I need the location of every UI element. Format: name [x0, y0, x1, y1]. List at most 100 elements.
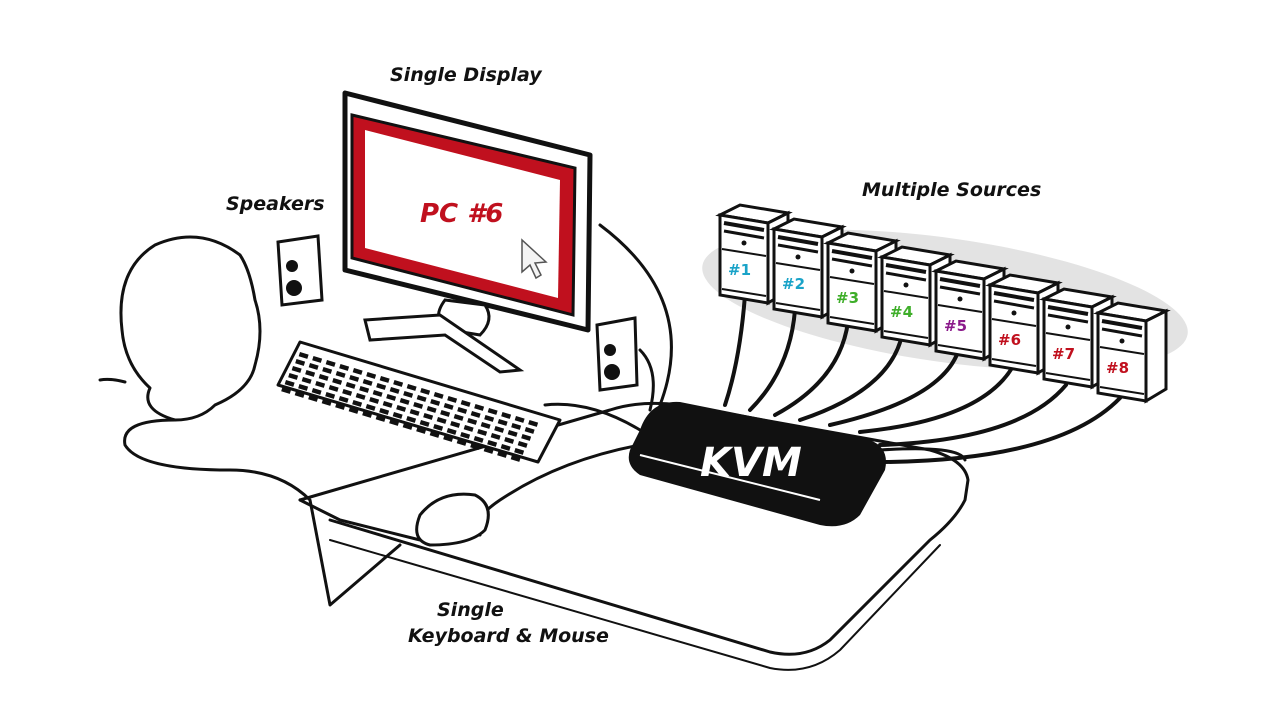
keyboard-key — [365, 404, 376, 411]
keyboard-key — [366, 372, 377, 379]
speaker-left — [276, 234, 324, 307]
keyboard-key — [457, 407, 468, 414]
keyboard-key — [376, 382, 387, 390]
keyboard-key — [470, 410, 481, 418]
label-single-display: Single Display — [390, 64, 543, 86]
keyboard-key — [500, 443, 511, 451]
source-pc-8: #8 — [1093, 301, 1171, 404]
keyboard-key — [335, 370, 346, 378]
keyboard-key — [332, 377, 343, 385]
keyboard-key — [487, 439, 498, 447]
keyboard-key — [362, 379, 373, 386]
keyboard — [276, 340, 562, 464]
keyboard-key — [312, 356, 323, 363]
keyboard-key — [420, 388, 431, 395]
source-pc-label: #7 — [1052, 345, 1075, 363]
keyboard-key — [335, 403, 346, 410]
keyboard-key — [369, 396, 380, 404]
source-pc-label: #6 — [998, 331, 1021, 349]
keyboard-key — [345, 382, 356, 389]
screen-text: PC #6 — [420, 199, 503, 229]
keyboard-key — [477, 429, 488, 436]
keyboard-key — [379, 408, 390, 415]
kvm-switch: KVM — [628, 401, 886, 527]
keyboard-key — [339, 364, 350, 371]
keyboard-key — [318, 374, 329, 381]
keyboard-key — [375, 415, 386, 422]
keyboard-key — [348, 407, 359, 414]
keyboard-key — [433, 391, 444, 399]
keyboard-key — [453, 414, 464, 421]
keyboard-key — [490, 432, 501, 440]
desk — [298, 401, 970, 656]
keyboard-key — [460, 400, 471, 407]
speaker-right — [595, 316, 639, 392]
cursor-icon — [521, 238, 548, 280]
keyboard-key — [301, 377, 312, 384]
person — [98, 235, 490, 607]
keyboard-key — [447, 395, 458, 403]
keyboard-key — [393, 380, 404, 387]
keyboard-key — [413, 402, 424, 409]
keyboard-key — [423, 413, 434, 420]
keyboard-key — [507, 430, 518, 437]
source-pcs: #1#2#3#4#5#6#7#8 — [715, 203, 1171, 404]
keyboard-key — [473, 436, 484, 443]
keyboard-key — [349, 375, 360, 382]
keyboard-key — [359, 386, 370, 393]
keyboard-key — [446, 427, 457, 435]
keyboard-key — [474, 404, 485, 411]
keyboard-key — [362, 411, 373, 418]
keyboard-key — [288, 373, 299, 380]
keyboard-key — [436, 416, 447, 424]
keyboard-key — [416, 427, 427, 434]
keyboard-key — [389, 387, 400, 394]
keyboard-key — [517, 441, 528, 448]
keyboard-key — [305, 370, 316, 377]
keyboard-key — [392, 412, 403, 419]
source-cables — [723, 293, 1122, 464]
keyboard-key — [480, 421, 491, 429]
label-keyboard-mouse: Keyboard & Mouse — [408, 625, 609, 647]
keyboard-key — [284, 380, 295, 387]
source-pc-label: #2 — [782, 275, 805, 293]
keyboard-key — [325, 360, 336, 367]
keyboard-key — [311, 388, 322, 395]
monitor: PC #6 — [342, 90, 593, 374]
keyboard-key — [514, 448, 525, 455]
keyboard-key — [338, 395, 349, 403]
keyboard-key — [298, 384, 309, 391]
keyboard-key — [342, 389, 353, 396]
keyboard-key — [483, 446, 494, 454]
keyboard-key — [497, 450, 508, 458]
keyboard-key — [295, 359, 306, 366]
keyboard-key — [416, 395, 427, 402]
keyboard-key — [528, 420, 539, 427]
keyboard-key — [386, 394, 397, 401]
keyboard-key — [467, 417, 478, 425]
label-single: Single — [437, 599, 504, 621]
keyboard-key — [456, 438, 467, 446]
source-pc-label: #8 — [1106, 359, 1129, 377]
keyboard-key — [426, 406, 437, 413]
source-pc-label: #5 — [944, 317, 967, 335]
keyboard-key — [510, 455, 521, 462]
label-multiple-sources: Multiple Sources — [862, 179, 1041, 201]
keyboard-key — [494, 425, 505, 433]
keyboard-key — [382, 401, 393, 408]
keyboard-key — [406, 384, 417, 391]
desk-edge — [329, 539, 941, 671]
keyboard-key — [291, 366, 302, 373]
keyboard-key — [379, 375, 390, 383]
keyboard-key — [403, 391, 414, 398]
keyboard-key — [501, 411, 512, 419]
keyboard-key — [352, 400, 363, 407]
keyboard-key — [440, 409, 451, 417]
keyboard-key — [511, 423, 522, 430]
keyboard-key — [281, 387, 292, 394]
keyboard-key — [294, 391, 305, 398]
keyboard-key — [430, 398, 441, 406]
keyboard-key — [443, 402, 454, 410]
keyboard-key — [372, 389, 383, 397]
